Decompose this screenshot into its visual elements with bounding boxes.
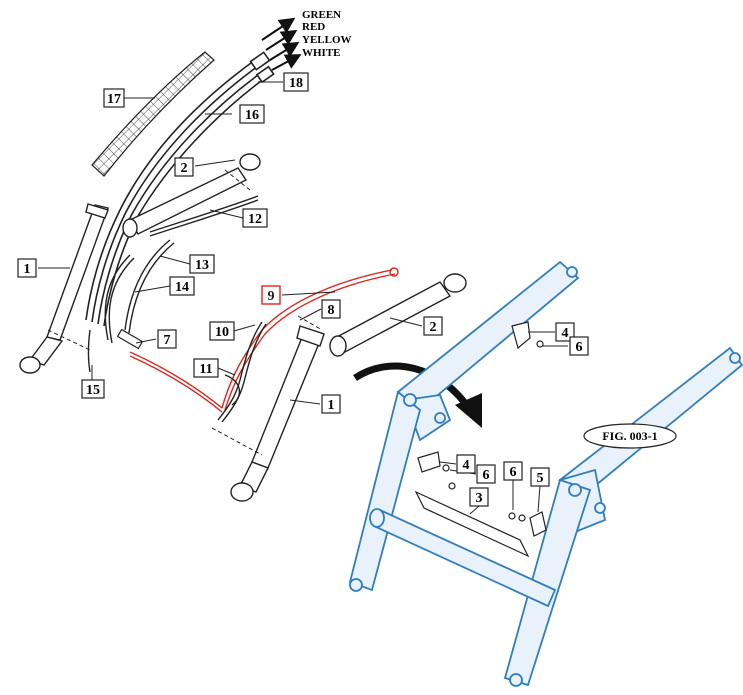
svg-text:17: 17 bbox=[107, 92, 121, 107]
callout-7: 7 bbox=[157, 329, 177, 349]
mesh-sleeve bbox=[91, 51, 215, 177]
hose-12 bbox=[149, 195, 259, 237]
cylinder-center bbox=[230, 325, 325, 502]
figure-label-text: FIG. 003-1 bbox=[602, 429, 657, 443]
svg-text:5: 5 bbox=[537, 471, 544, 486]
svg-text:1: 1 bbox=[24, 262, 31, 277]
hose-13-14 bbox=[104, 239, 175, 344]
callout-1-center: 1 bbox=[321, 394, 341, 414]
figure-label: FIG. 003-1 bbox=[583, 423, 677, 449]
cylinder-right bbox=[329, 273, 467, 357]
hose-bundle bbox=[85, 51, 275, 327]
svg-text:6: 6 bbox=[483, 468, 490, 483]
cylinder-left bbox=[19, 203, 109, 374]
callout-15: 15 bbox=[81, 379, 105, 399]
callout-3: 3 bbox=[469, 487, 489, 507]
hose-15 bbox=[87, 329, 91, 373]
svg-text:9: 9 bbox=[268, 289, 275, 304]
callouts: 17 16 18 2 12 13 14 1 bbox=[17, 72, 589, 507]
hose-10-11 bbox=[217, 321, 267, 423]
svg-text:18: 18 bbox=[289, 76, 303, 91]
svg-text:15: 15 bbox=[86, 383, 100, 398]
callout-4-middle: 4 bbox=[456, 454, 476, 474]
callout-10: 10 bbox=[209, 321, 235, 341]
callout-17: 17 bbox=[103, 88, 125, 108]
svg-text:4: 4 bbox=[562, 326, 569, 341]
svg-text:6: 6 bbox=[510, 465, 517, 480]
svg-text:6: 6 bbox=[576, 340, 583, 355]
hose-label-yellow: YELLOW bbox=[302, 34, 352, 46]
svg-text:16: 16 bbox=[245, 108, 259, 123]
callout-16: 16 bbox=[239, 104, 265, 124]
svg-text:12: 12 bbox=[248, 212, 262, 227]
callout-13: 13 bbox=[189, 254, 215, 274]
hose-label-red: RED bbox=[302, 21, 325, 33]
callout-6-middle: 6 bbox=[476, 464, 496, 484]
svg-text:7: 7 bbox=[164, 333, 171, 348]
callout-9: 9 bbox=[261, 285, 281, 305]
svg-text:8: 8 bbox=[328, 303, 335, 318]
callout-leaders bbox=[38, 81, 568, 515]
svg-text:4: 4 bbox=[463, 458, 470, 473]
svg-text:10: 10 bbox=[215, 325, 229, 340]
svg-text:2: 2 bbox=[430, 320, 437, 335]
hose-color-legend: GREEN RED YELLOW WHITE bbox=[261, 9, 352, 71]
callout-2-upper: 2 bbox=[174, 157, 194, 177]
callout-6-upper: 6 bbox=[569, 336, 589, 356]
hose-label-green: GREEN bbox=[302, 9, 341, 21]
hose-label-white: WHITE bbox=[302, 47, 341, 59]
callout-6-right: 6 bbox=[503, 461, 523, 481]
callout-2-right: 2 bbox=[423, 316, 443, 336]
loader-frame bbox=[348, 260, 743, 687]
cylinder-upper bbox=[122, 153, 261, 238]
fitting-7 bbox=[116, 328, 144, 350]
svg-text:3: 3 bbox=[476, 491, 483, 506]
svg-text:14: 14 bbox=[175, 280, 189, 295]
callout-12: 12 bbox=[242, 208, 268, 228]
callout-5: 5 bbox=[530, 467, 550, 487]
callout-18: 18 bbox=[283, 72, 309, 92]
callout-11: 11 bbox=[193, 358, 219, 378]
svg-text:13: 13 bbox=[195, 258, 209, 273]
hose-9-highlighted bbox=[129, 267, 399, 413]
small-parts bbox=[414, 321, 547, 558]
callout-14: 14 bbox=[169, 276, 195, 296]
svg-text:1: 1 bbox=[328, 398, 335, 413]
curved-arrow bbox=[353, 362, 482, 428]
callout-8: 8 bbox=[321, 299, 341, 319]
callout-1-left: 1 bbox=[17, 258, 37, 278]
svg-text:2: 2 bbox=[181, 161, 188, 176]
dashed-pin-lines bbox=[47, 169, 323, 456]
svg-text:11: 11 bbox=[199, 362, 212, 377]
